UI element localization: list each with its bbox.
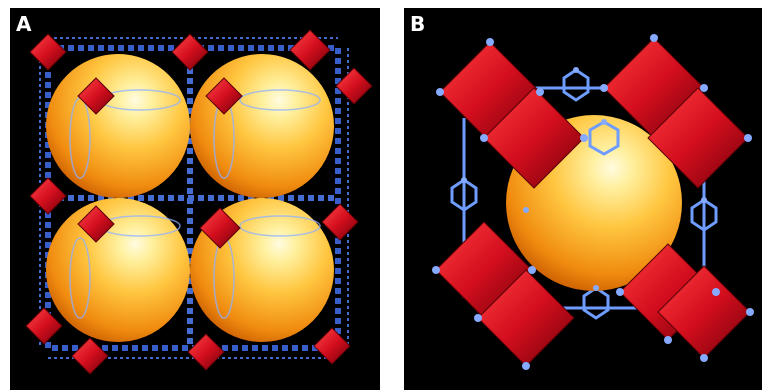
octahedron-icon: [313, 327, 351, 365]
octahedron-icon: [25, 307, 63, 345]
pore-sphere: [190, 54, 334, 198]
metal-clusters-a: [25, 29, 373, 375]
octahedron-icon: [647, 87, 749, 189]
pore-sphere: [46, 198, 190, 342]
metal-clusters-b: [435, 37, 751, 367]
octahedron-icon: [171, 33, 209, 71]
octahedron-icon: [29, 177, 67, 215]
panel-b-label: B: [410, 12, 426, 36]
octahedron-icon: [199, 207, 241, 249]
pore-sphere: [46, 54, 190, 198]
octahedron-icon: [483, 87, 585, 189]
octahedron-icon: [29, 33, 67, 71]
octahedron-icon: [335, 67, 373, 105]
octahedron-icon: [77, 205, 115, 243]
octahedron-icon: [187, 333, 225, 371]
framework-diagram-b: [432, 34, 754, 370]
octahedron-icon: [205, 77, 243, 115]
panel-a-label: A: [16, 12, 32, 36]
nodes-b: [432, 34, 754, 370]
panel-a: A: [10, 8, 380, 390]
octahedron-icon: [77, 77, 115, 115]
panel-b: B: [404, 8, 762, 390]
octahedron-icon: [289, 29, 331, 71]
framework-diagram-a: [25, 29, 373, 375]
octahedron-icon: [321, 203, 359, 241]
octahedron-icon: [71, 337, 109, 375]
